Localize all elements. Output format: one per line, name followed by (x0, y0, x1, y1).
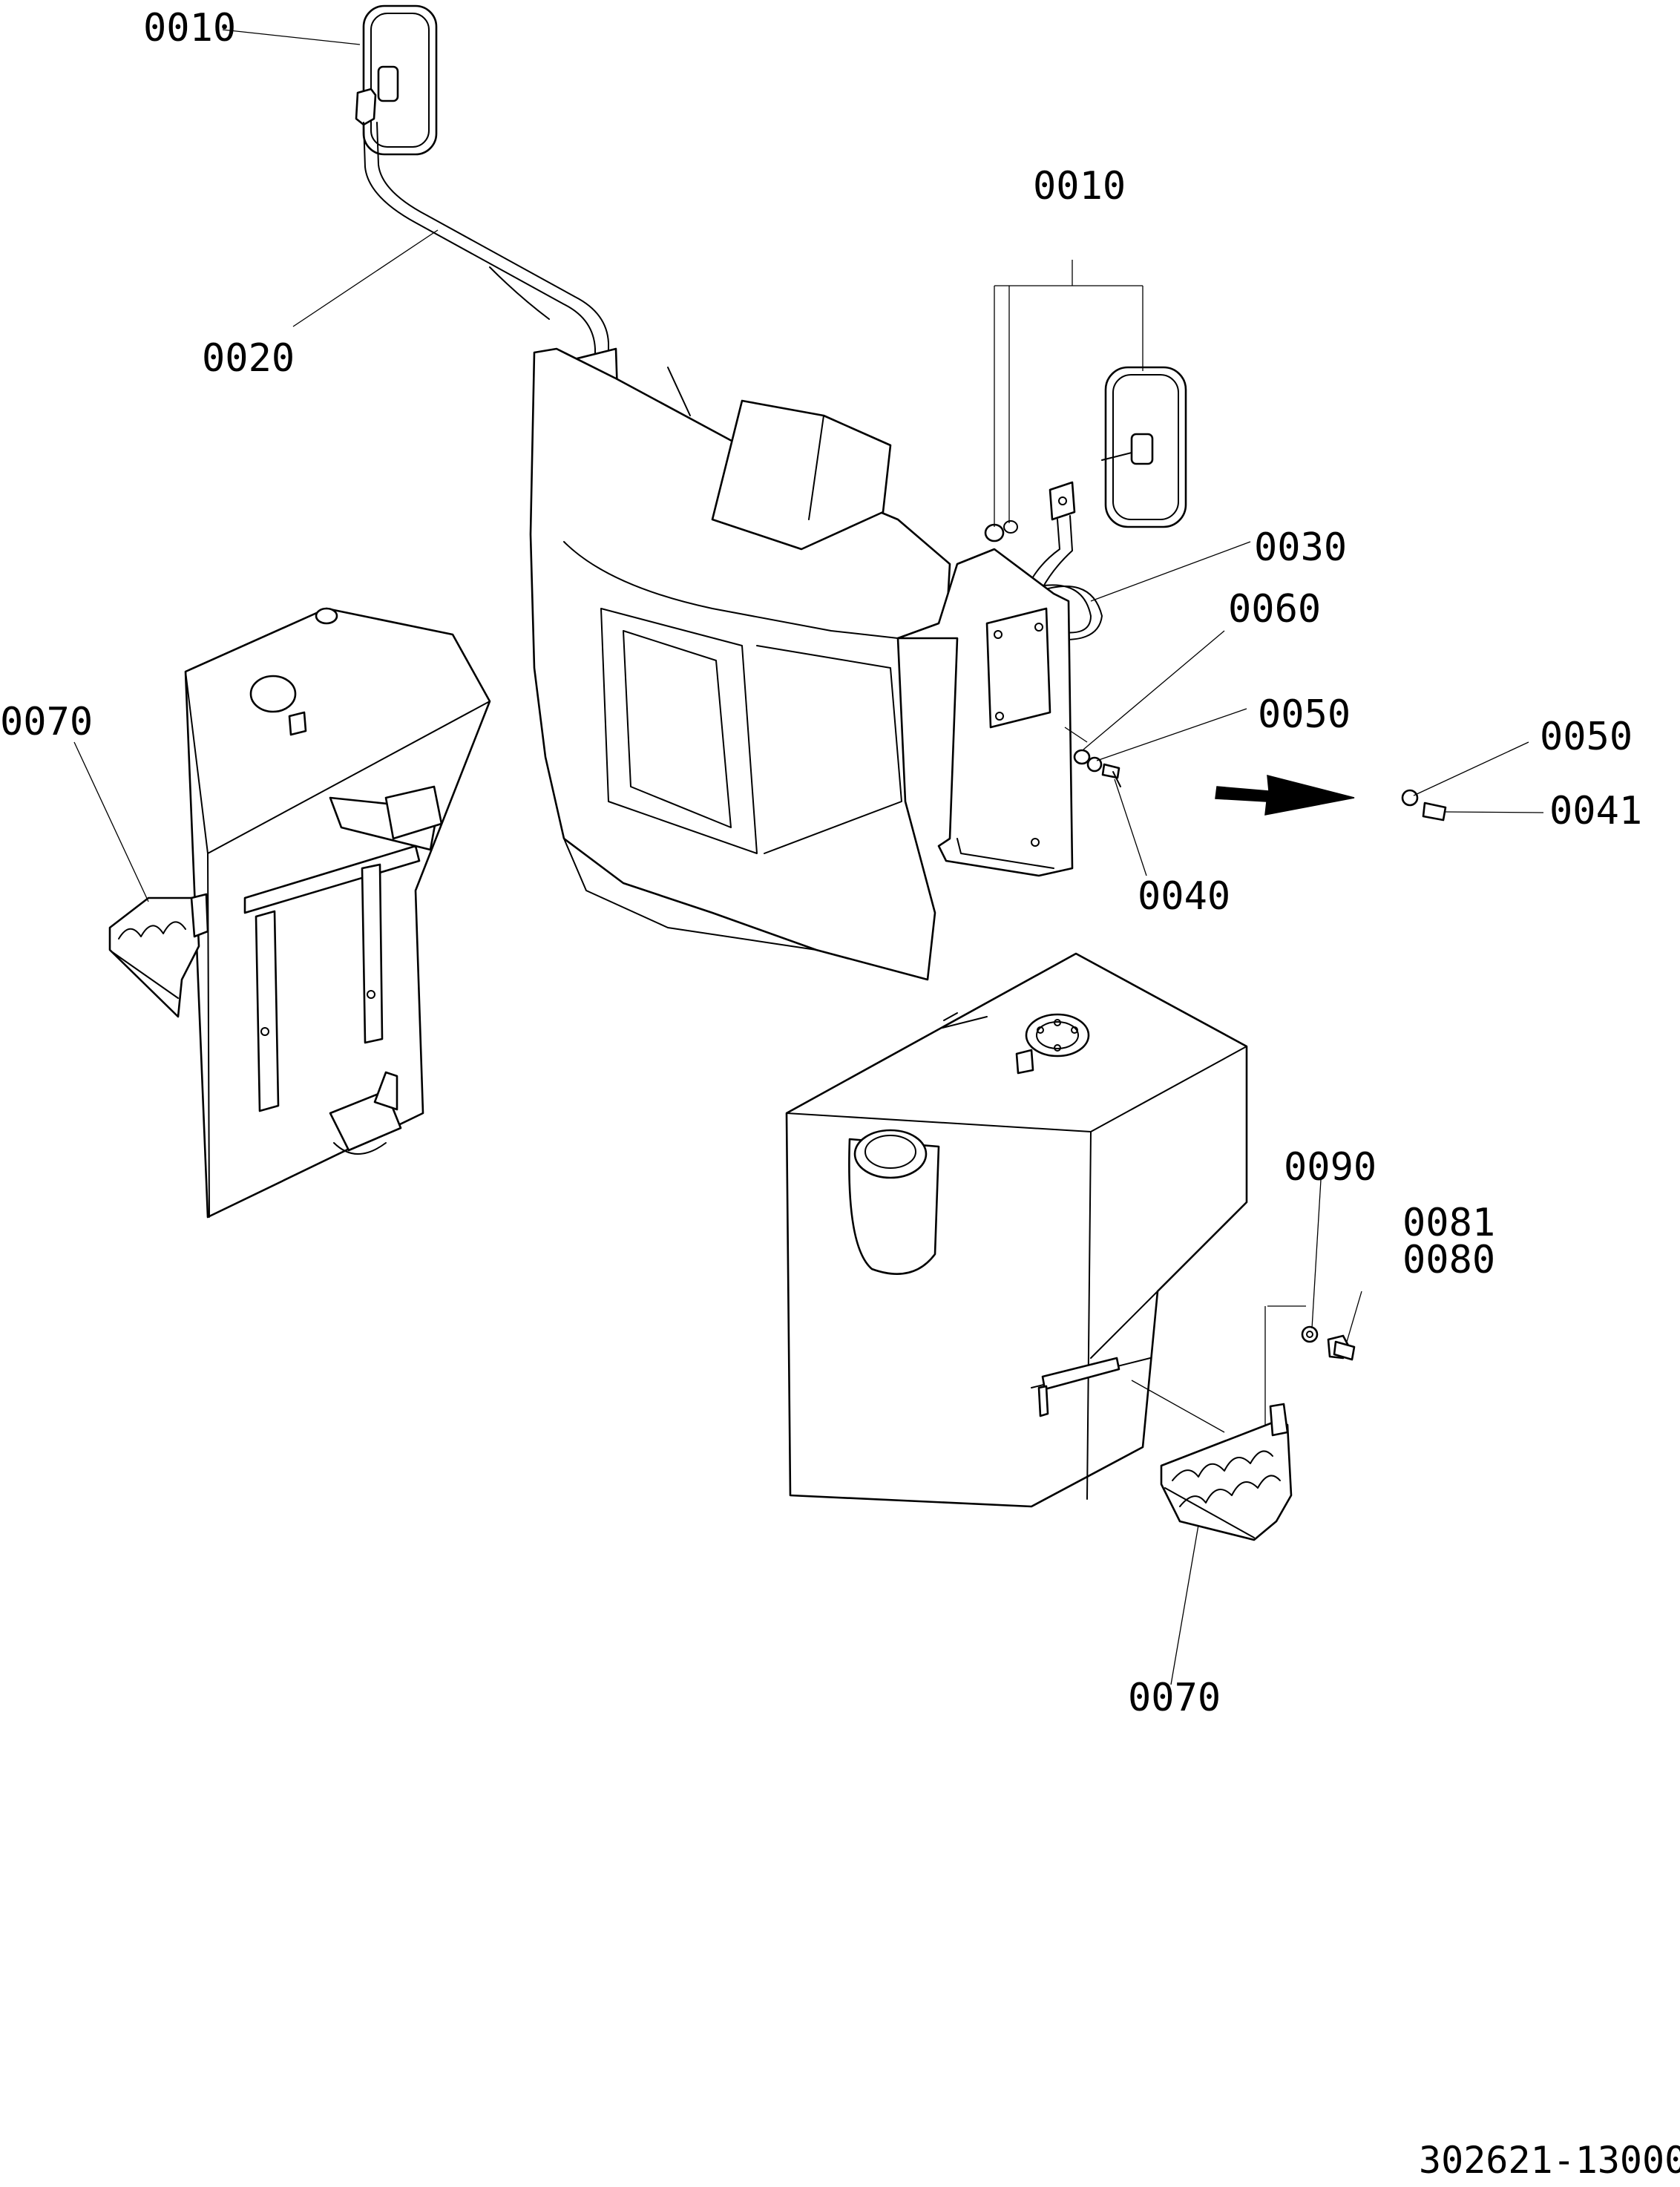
mirror-nuts (984, 520, 1018, 542)
direction-arrow (1215, 775, 1355, 816)
cab-body (529, 347, 951, 981)
callout-0070-left: 0070 (0, 700, 93, 744)
callout-0050-a: 0050 (1258, 692, 1351, 737)
detail-bolts (1401, 789, 1447, 822)
right-step (1160, 1403, 1293, 1541)
callout-0070-bottom: 0070 (1128, 1676, 1221, 1720)
bracket-bolts (1073, 749, 1121, 787)
callout-0080: 0080 (1402, 1238, 1495, 1282)
callout-0020: 0020 (202, 336, 295, 381)
callout-0060: 0060 (1228, 587, 1321, 632)
callout-0030: 0030 (1254, 525, 1347, 570)
right-hydraulic-tank (785, 952, 1248, 1508)
drawing-number: 302621-13000 (1419, 2139, 1680, 2182)
callout-0010-right: 0010 (1033, 164, 1126, 209)
callout-0090: 0090 (1284, 1145, 1377, 1190)
leader-lines (73, 29, 1544, 1685)
callout-0081: 0081 (1402, 1201, 1495, 1245)
callout-0010-left: 0010 (143, 6, 236, 50)
callout-0040: 0040 (1138, 874, 1230, 919)
mirror-bracket (896, 548, 1074, 877)
right-mirror (1101, 366, 1187, 528)
left-step (108, 893, 209, 1018)
left-mirror (362, 4, 438, 156)
left-fuel-tank (184, 607, 491, 1219)
callout-0050-b: 0050 (1540, 715, 1633, 759)
callout-0041: 0041 (1549, 789, 1642, 833)
step-hardware (1301, 1325, 1356, 1361)
callout-labels: 0010 0020 0010 0030 0060 0050 0050 0041 … (0, 6, 1642, 1720)
